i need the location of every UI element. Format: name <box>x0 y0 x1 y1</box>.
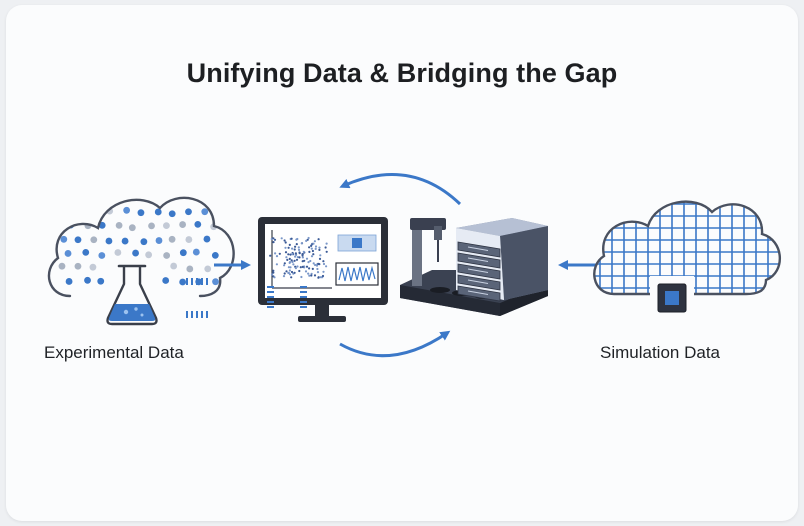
flask-icon <box>106 264 158 326</box>
curved-arrow-bottom <box>339 330 451 358</box>
experimental-data-label: Experimental Data <box>44 343 184 362</box>
scatter-plot-thumbnail <box>269 230 332 289</box>
waveform-thumbnail <box>335 262 379 286</box>
cloud-with-flask-icon <box>47 196 235 326</box>
cloud-with-chip-icon <box>186 200 782 320</box>
diagram-title: Unifying Data & Bridging the Gap <box>186 58 618 88</box>
chip-icon <box>186 276 694 320</box>
curved-arrow-top <box>339 173 462 206</box>
lab-instrument-icon <box>400 218 548 316</box>
monitor-icon <box>258 217 388 322</box>
band-panel-thumbnail <box>337 234 377 252</box>
simulation-data-label: Simulation Data <box>600 343 721 362</box>
diagram-card <box>6 5 798 521</box>
